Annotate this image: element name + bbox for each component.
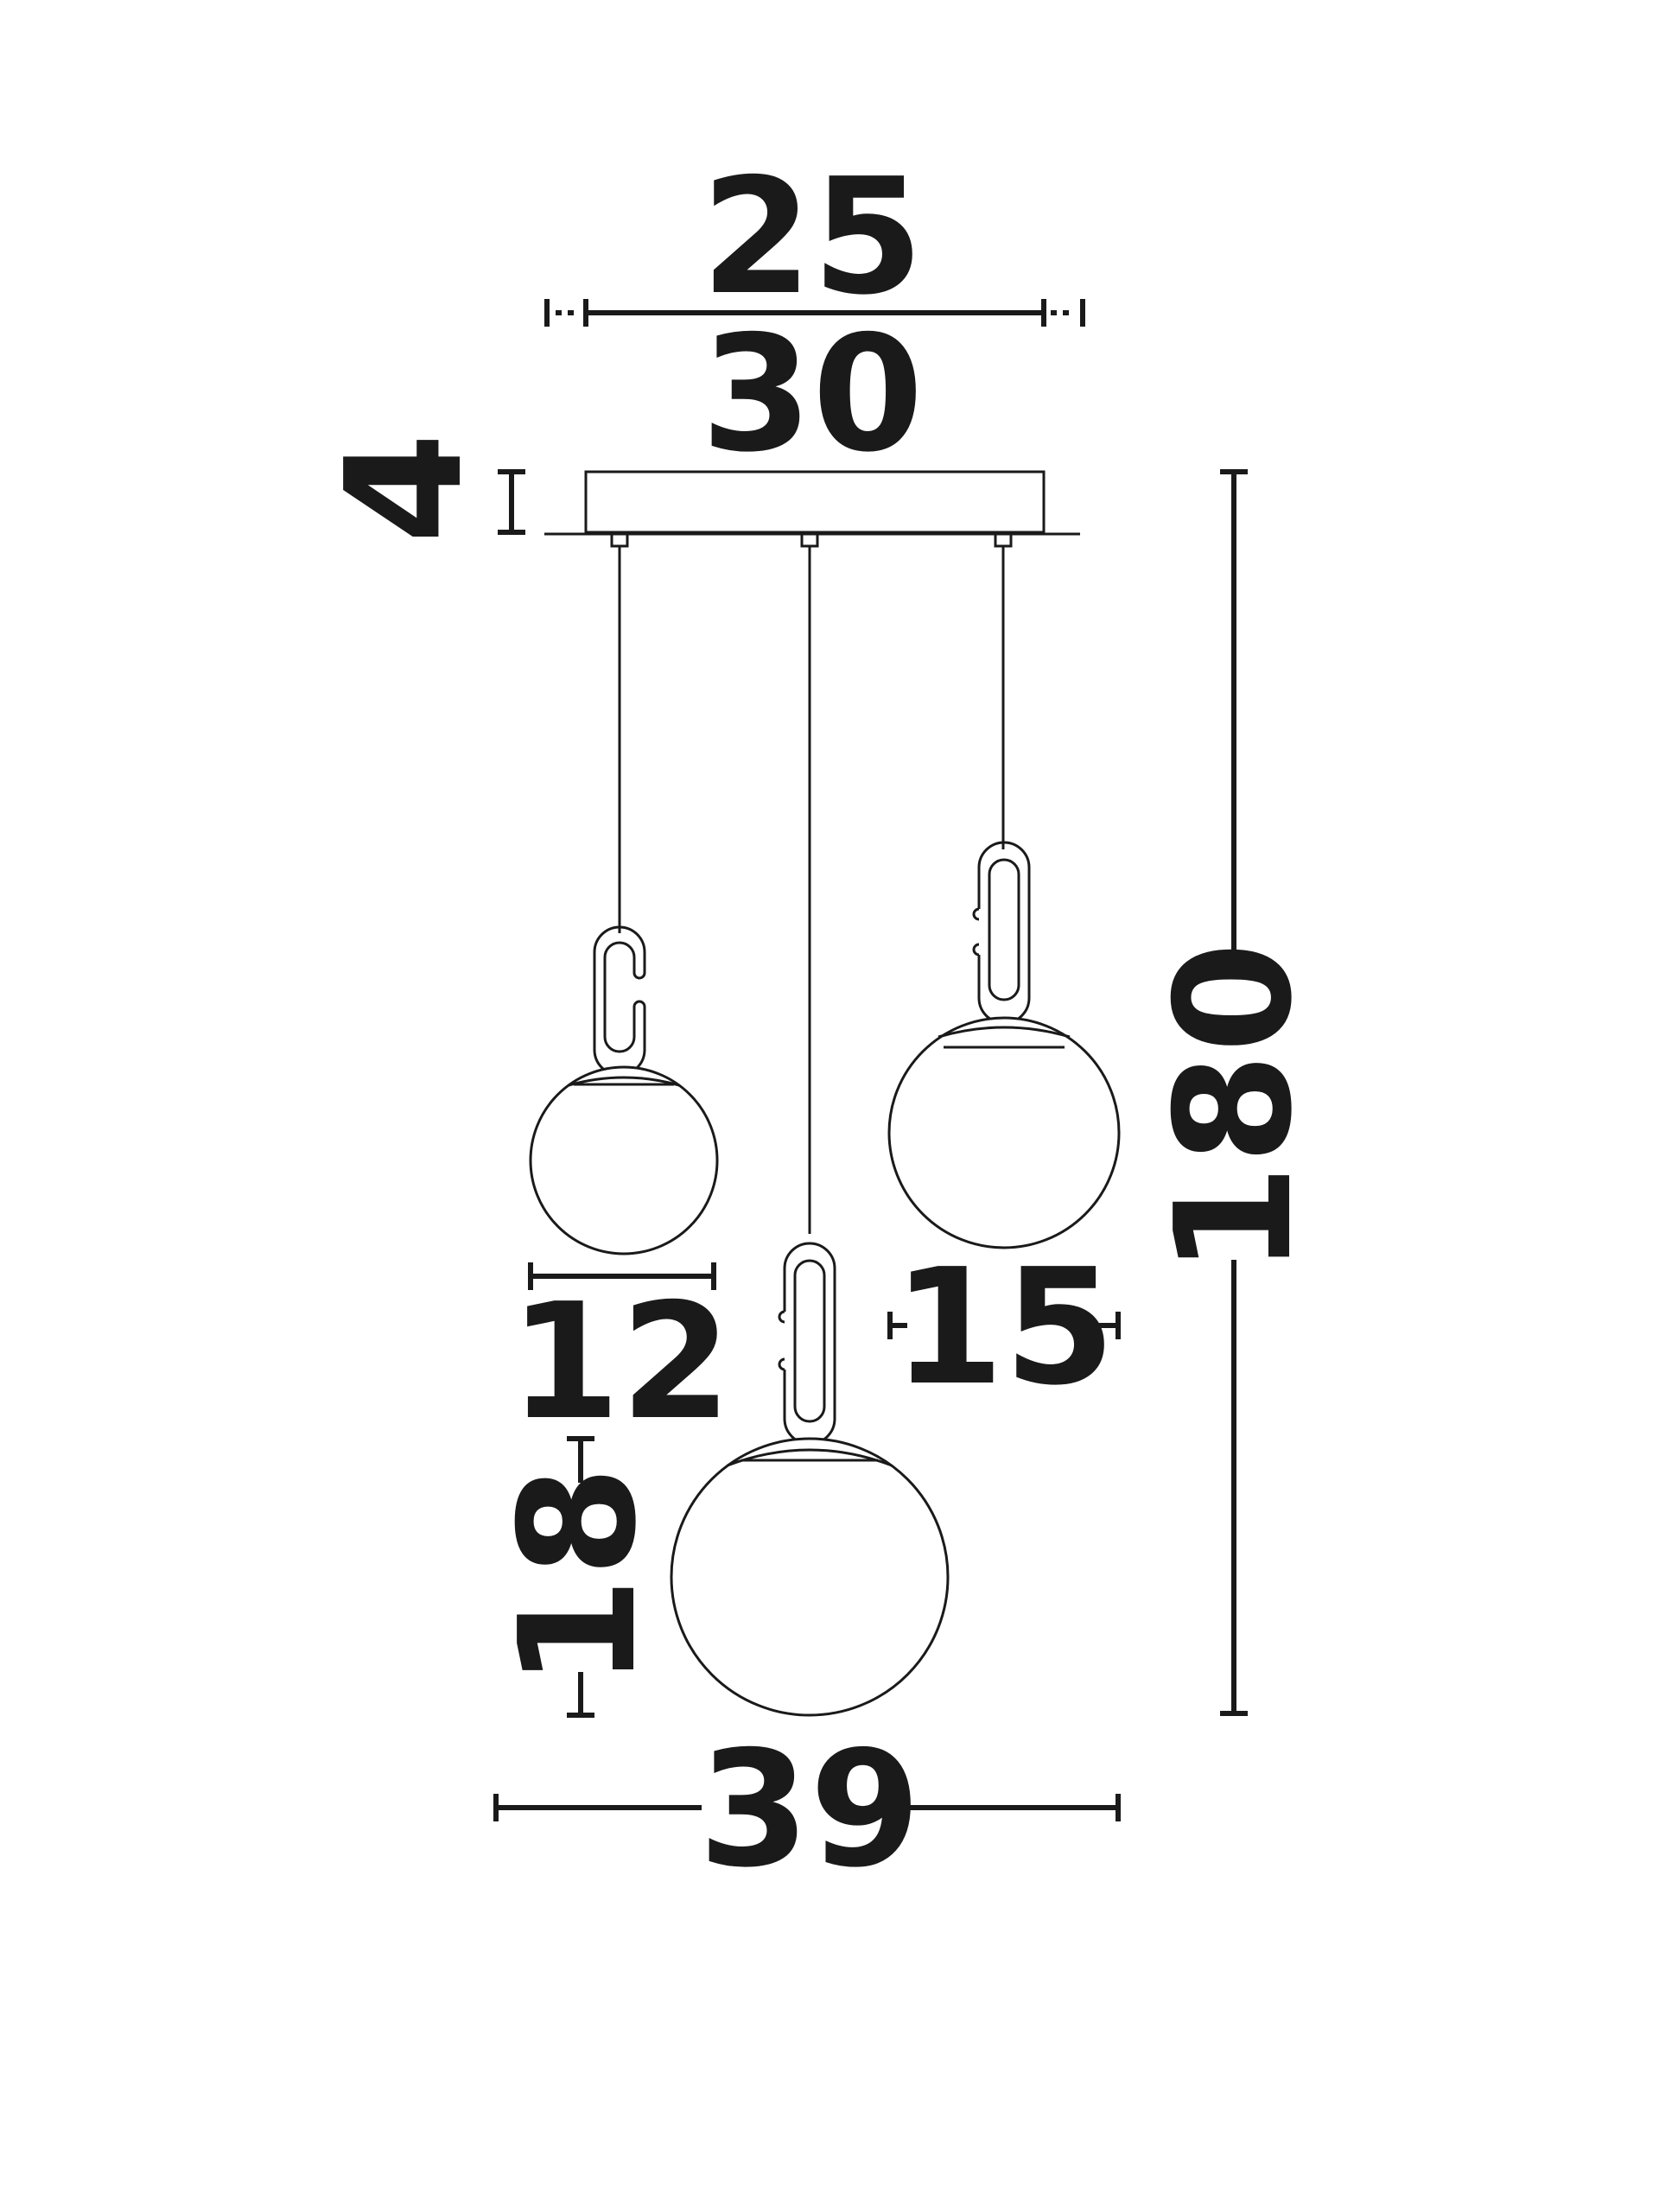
- label-180: 180: [1141, 942, 1327, 1275]
- label-15: 15: [893, 1234, 1115, 1421]
- ceiling-canopy: [544, 470, 1080, 548]
- dim-overall-width: 39: [493, 1716, 1121, 1903]
- dim-canopy-inner-width: 25: [544, 143, 1085, 330]
- label-39: 39: [698, 1716, 920, 1903]
- label-30: 30: [701, 301, 923, 487]
- dim-canopy-height: 4: [311, 433, 525, 544]
- label-4: 4: [311, 433, 498, 544]
- pendant-large: [670, 546, 950, 1717]
- pendant-small: [529, 546, 719, 1255]
- dim-overall-height: 180: [1141, 469, 1327, 1716]
- dim-large-globe: 18: [485, 1436, 671, 1718]
- label-25: 25: [701, 143, 923, 330]
- label-12: 12: [509, 1268, 731, 1455]
- label-18: 18: [485, 1465, 671, 1688]
- dim-medium-globe: 15: [887, 1234, 1121, 1421]
- dim-small-globe: 12: [509, 1262, 732, 1455]
- pendant-medium: [887, 546, 1121, 1249]
